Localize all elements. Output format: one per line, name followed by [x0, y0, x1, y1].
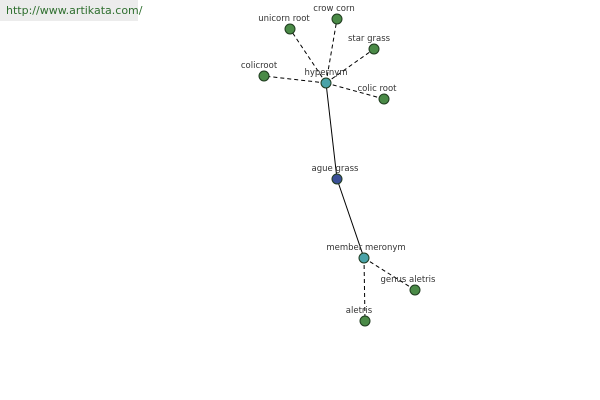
node-label-ague-grass[interactable]: ague grass	[312, 164, 359, 174]
node-label-hypernym[interactable]: hypernym	[304, 68, 347, 78]
edge-ague-grass-to-member-meronym	[336, 178, 365, 259]
site-url-banner[interactable]: http://www.artikata.com/	[0, 0, 142, 21]
node-star-grass[interactable]	[368, 43, 380, 55]
node-crow-corn[interactable]	[331, 13, 343, 25]
node-label-colic-root[interactable]: colic root	[357, 84, 397, 94]
node-member-meronym[interactable]	[358, 252, 370, 264]
node-label-crow-corn[interactable]: crow corn	[313, 4, 354, 14]
node-colic-root[interactable]	[378, 93, 390, 105]
node-genus-aletris[interactable]	[409, 284, 421, 296]
edge-ague-grass-to-hypernym	[325, 82, 338, 180]
node-aletris[interactable]	[359, 315, 371, 327]
edge-hypernym-to-crow-corn	[325, 18, 338, 84]
edge-member-meronym-to-aletris	[363, 257, 366, 322]
labels-layer: ague grass hypernym member meronym unicorn …	[241, 4, 436, 316]
node-label-unicorn-root[interactable]: unicorn root	[258, 14, 310, 24]
node-label-colicroot[interactable]: colicroot	[241, 61, 278, 71]
edge-member-meronym-to-genus-aletris	[363, 257, 416, 291]
node-hypernym[interactable]	[320, 77, 332, 89]
edge-hypernym-to-colic-root	[325, 82, 385, 100]
node-label-member-meronym[interactable]: member meronym	[326, 243, 405, 253]
node-label-genus-aletris[interactable]: genus aletris	[381, 275, 437, 285]
edge-hypernym-to-star-grass	[325, 48, 375, 84]
node-colicroot[interactable]	[258, 70, 270, 82]
node-unicorn-root[interactable]	[284, 23, 296, 35]
node-label-aletris[interactable]: aletris	[346, 306, 373, 316]
node-label-star-grass[interactable]: star grass	[348, 34, 391, 44]
nodes-layer	[258, 13, 421, 327]
edge-hypernym-to-colicroot	[263, 75, 327, 84]
node-ague-grass[interactable]	[331, 173, 343, 185]
edges-layer	[263, 18, 416, 322]
edge-hypernym-to-unicorn-root	[289, 28, 327, 84]
